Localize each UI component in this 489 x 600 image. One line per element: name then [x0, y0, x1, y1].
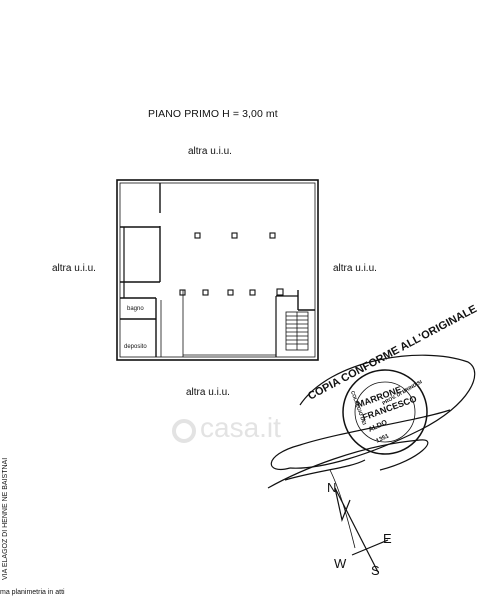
- signature-loop: [270, 409, 451, 470]
- pillar: [202, 289, 209, 296]
- watermark-brand: casa.it: [200, 412, 281, 443]
- pillar: [227, 289, 234, 296]
- watermark-logo-icon: [172, 419, 196, 443]
- adjacent-unit-top-label: altra u.i.u.: [188, 146, 232, 157]
- stamp-circle: [342, 369, 428, 455]
- adjacent-unit-right-label: altra u.i.u.: [333, 263, 377, 274]
- plan-title: PIANO PRIMO H = 3,00 mt: [148, 108, 278, 120]
- pillar: [194, 232, 201, 239]
- compass-axis: [351, 539, 389, 556]
- compass-south-label: S: [371, 563, 380, 578]
- signature-loop: [289, 354, 476, 469]
- pillar: [179, 289, 186, 296]
- margin-bottom-note: ma planimetria in atti: [0, 589, 65, 596]
- room-label-bagno: bagno: [127, 306, 144, 312]
- margin-side-text: VIA ELAGOZ DI HENNE NE BAISTNAI: [2, 457, 9, 580]
- pillar: [249, 289, 256, 296]
- watermark: casa.it: [172, 412, 281, 444]
- outer-wall: [116, 179, 319, 361]
- adjacent-unit-left-label: altra u.i.u.: [52, 263, 96, 274]
- pillar: [269, 232, 276, 239]
- compass-north-label: N: [327, 480, 337, 495]
- compass-west-label: W: [334, 556, 347, 571]
- pillar: [231, 232, 238, 239]
- inner-wall: [119, 182, 316, 358]
- adjacent-unit-bottom-label: altra u.i.u.: [186, 387, 230, 398]
- compass-east-label: E: [383, 531, 392, 546]
- pillar: [276, 288, 284, 296]
- signature-loop: [267, 439, 429, 489]
- room-label-deposito: deposito: [124, 344, 147, 350]
